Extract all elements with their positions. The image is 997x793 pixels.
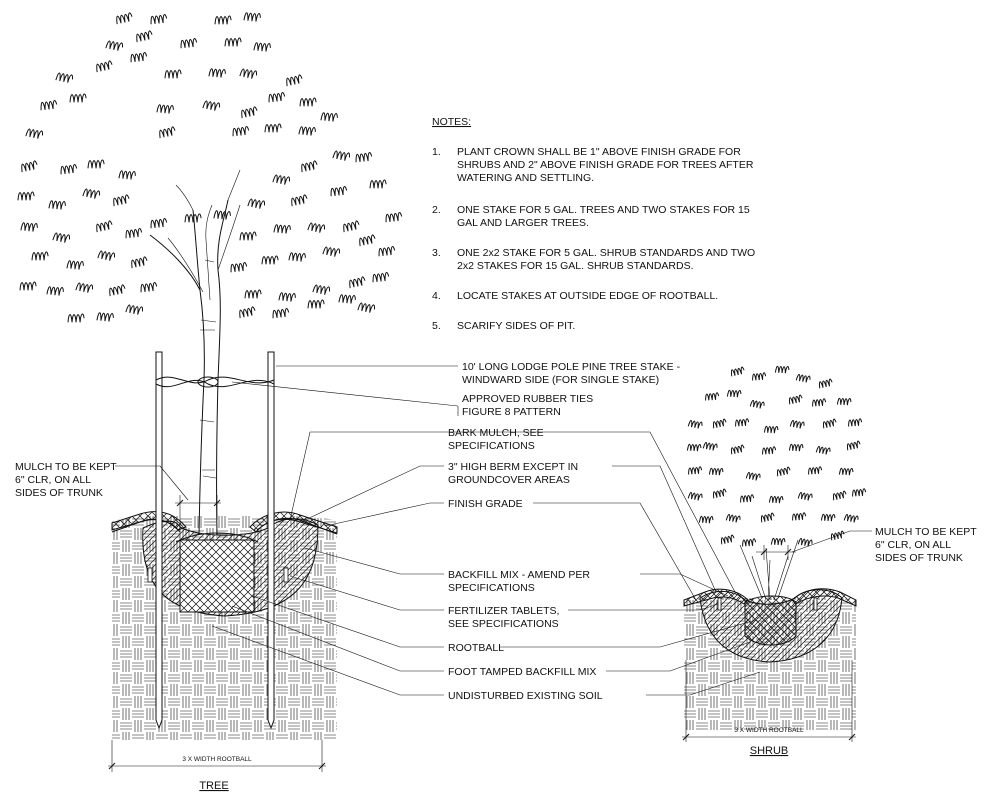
tree-width-dimension: 3 X WIDTH ROOTBALL [108, 740, 326, 772]
note-2-line-1: ONE STAKE FOR 5 GAL. TREES AND TWO STAKE… [457, 204, 750, 216]
callout-mulch-right-line-3: SIDES OF TRUNK [875, 552, 963, 564]
tree-title: TREE [199, 780, 228, 792]
leader-backfill-tree [304, 547, 444, 575]
callout-undisturbed-soil: UNDISTURBED EXISTING SOIL [448, 690, 603, 702]
callout-berm-line-2: GROUNDCOVER AREAS [448, 474, 570, 486]
leader-foot-tree [231, 605, 444, 672]
callout-mulch-right-line-1: MULCH TO BE KEPT [875, 526, 977, 538]
callout-rootball: ROOTBALL [448, 642, 504, 654]
shrub-detail: 3 X WIDTH ROOTBALL SHRUB [682, 365, 867, 757]
trunk-clearance-dim-tree [175, 495, 221, 540]
callout-stake-line-1: 10' LONG LODGE POLE PINE TREE STAKE - [462, 361, 681, 373]
note-2-line-2: GAL AND LARGER TREES. [457, 217, 589, 229]
shrub-stems [739, 539, 799, 601]
callout-mulch-right-line-2: 6" CLR, ON ALL [875, 539, 951, 551]
rootball-shrub [744, 595, 797, 646]
note-1-number: 1. [432, 146, 441, 158]
callouts: 10' LONG LODGE POLE PINE TREE STAKE - WI… [15, 361, 977, 702]
tree-width-label: 3 X WIDTH ROOTBALL [182, 756, 252, 763]
callout-mulch-left-line-3: SIDES OF TRUNK [15, 487, 103, 499]
notes-header: NOTES: [432, 116, 471, 128]
leader-berm-shrub [612, 465, 717, 593]
leader-soil-tree [211, 625, 444, 696]
trunk-clearance-dim-shrub [756, 545, 796, 560]
note-4-number: 4. [432, 290, 441, 302]
bark-mulch-shrub [683, 588, 857, 607]
leader-finish-shrub [533, 502, 697, 601]
leader-fert-shrub [568, 603, 719, 611]
tree-canopy [17, 12, 403, 323]
callout-stake-line-2: WINDWARD SIDE (FOR SINGLE STAKE) [462, 374, 659, 386]
leader-berm-tree [304, 465, 444, 521]
tree-stakes [155, 351, 275, 730]
note-1-line-2: SHRUBS AND 2" ABOVE FINISH GRADE FOR TRE… [457, 159, 754, 171]
note-3-number: 3. [432, 247, 441, 259]
note-3-line-1: ONE 2x2 STAKE FOR 5 GAL. SHRUB STANDARDS… [457, 247, 755, 259]
callout-bark-line-1: BARK MULCH, SEE [448, 427, 544, 439]
leader-mulch-right [791, 530, 872, 553]
shrub-width-dimension: 3 X WIDTH ROOTBALL [682, 660, 856, 742]
note-3-line-2: 2x2 STAKES FOR 15 GAL. SHRUB STANDARDS. [457, 260, 694, 272]
callout-berm-line-1: 3" HIGH BERM EXCEPT IN [448, 461, 578, 473]
leader-foot-shrub [606, 641, 751, 672]
tree-detail: 3 X WIDTH ROOTBALL TREE [17, 12, 403, 792]
leader-fert-tree [289, 575, 444, 611]
shrub-title: SHRUB [750, 745, 789, 757]
note-4-line-1: LOCATE STAKES AT OUTSIDE EDGE OF ROOTBAL… [457, 290, 718, 302]
note-5-number: 5. [432, 320, 441, 332]
callout-mulch-left-line-1: MULCH TO BE KEPT [15, 461, 117, 473]
leader-bark-shrub [610, 431, 736, 593]
notes-block: NOTES: 1. PLANT CROWN SHALL BE 1" ABOVE … [432, 116, 755, 332]
tree-trunk [149, 169, 275, 536]
leader-finish-tree [324, 502, 444, 527]
leader-ties [231, 381, 459, 407]
leader-soil-shrub [646, 671, 761, 696]
note-1-line-3: WATERING AND SETTLING. [457, 172, 594, 184]
leader-rootball-tree [251, 595, 444, 648]
callout-fert-line-1: FERTILIZER TABLETS, [448, 605, 559, 617]
leader-backfill-shrub [640, 573, 729, 597]
callout-mulch-left-line-2: 6" CLR, ON ALL [15, 474, 91, 486]
callout-finish-grade: FINISH GRADE [448, 498, 523, 510]
leader-mulch-left [115, 465, 189, 501]
callout-backfill-line-2: SPECIFICATIONS [448, 582, 535, 594]
callout-ties-line-2: FIGURE 8 PATTERN [462, 406, 561, 418]
callout-foot-tamped: FOOT TAMPED BACKFILL MIX [448, 666, 596, 678]
note-2-number: 2. [432, 204, 441, 216]
callout-backfill-line-1: BACKFILL MIX - AMEND PER [448, 569, 590, 581]
fertilizer-tablet-right [283, 567, 289, 583]
note-1-line-1: PLANT CROWN SHALL BE 1" ABOVE FINISH GRA… [457, 146, 741, 158]
note-5-line-1: SCARIFY SIDES OF PIT. [457, 320, 575, 332]
callout-bark-line-2: SPECIFICATIONS [448, 440, 535, 452]
callout-fert-line-2: SEE SPECIFICATIONS [448, 618, 559, 630]
leader-rootball-shrub [500, 619, 757, 648]
fertilizer-tablet-left [147, 567, 153, 583]
leader-bark-tree [289, 431, 610, 521]
shrub-canopy [686, 365, 867, 547]
callout-ties-line-1: APPROVED RUBBER TIES [462, 393, 593, 405]
shrub-width-label: 3 X WIDTH ROOTBALL [734, 727, 804, 734]
